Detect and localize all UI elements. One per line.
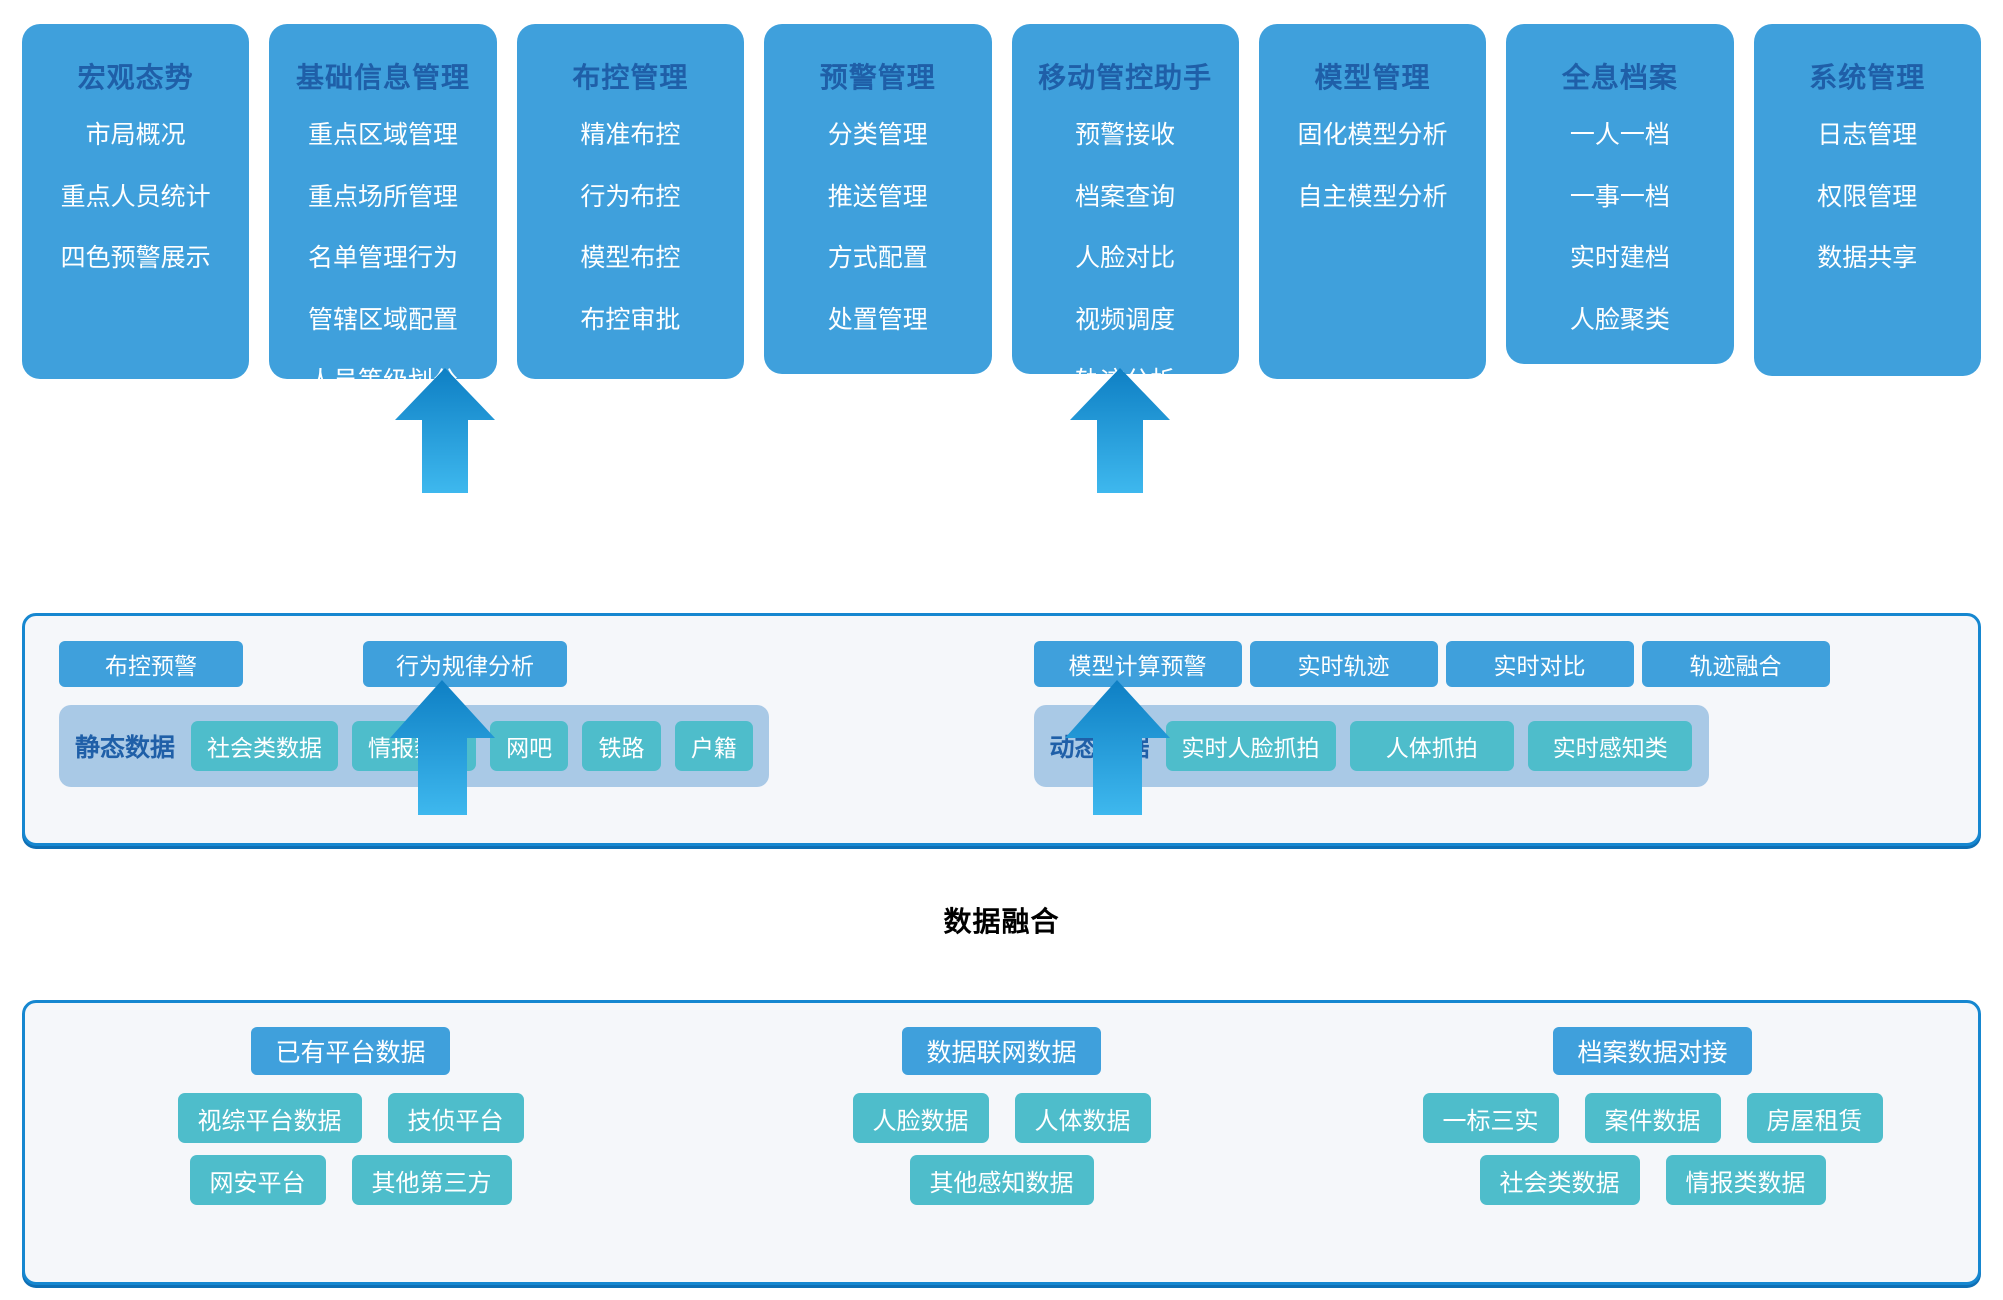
data-source-row: 人脸数据人体数据 — [852, 1093, 1151, 1143]
module-item[interactable]: 名单管理行为 — [308, 244, 459, 272]
dynamic-capability-chips: 模型计算预警 实时轨迹 实时对比 轨迹融合 — [1033, 641, 1830, 687]
data-source-chip[interactable]: 视综平台数据 — [177, 1093, 362, 1143]
module-item[interactable]: 一人一档 — [1569, 121, 1670, 149]
module-item[interactable]: 视频调度 — [1075, 305, 1176, 334]
top-module-row: 宏观态势市局概况重点人员统计四色预警展示基础信息管理重点区域管理重点场所管理名单… — [0, 0, 2003, 490]
static-data-group: 静态数据 社会类数据 情报数据 网吧 铁路 户籍 — [59, 705, 769, 787]
data-source-chip[interactable]: 房屋租赁 — [1746, 1093, 1883, 1143]
module-item[interactable]: 人脸聚类 — [1569, 305, 1670, 334]
static-data-label: 静态数据 — [75, 734, 176, 762]
module-item[interactable]: 行为布控 — [580, 182, 681, 211]
module-card-3[interactable]: 布控管理精准布控行为布控模型布控布控审批 — [516, 24, 745, 379]
data-source-group-2: 数据联网数据人脸数据人体数据其他感知数据 — [676, 1003, 1327, 1282]
capability-chip[interactable]: 行为规律分析 — [363, 641, 567, 687]
module-card-1[interactable]: 宏观态势市局概况重点人员统计四色预警展示 — [22, 24, 250, 379]
module-title: 移动管控助手 — [1038, 62, 1213, 93]
data-source-row: 其他感知数据 — [909, 1155, 1094, 1205]
data-fusion-label: 数据融合 — [943, 906, 1060, 937]
data-source-chip[interactable]: 人体数据 — [1014, 1093, 1151, 1143]
module-item[interactable]: 重点场所管理 — [308, 182, 459, 211]
arrow-up-to-buke-module — [395, 368, 495, 493]
module-title: 系统管理 — [1809, 62, 1926, 93]
static-data-chip[interactable]: 铁路 — [582, 721, 661, 771]
static-data-chip[interactable]: 社会类数据 — [191, 721, 339, 771]
module-item[interactable]: 重点区域管理 — [308, 121, 459, 149]
capability-chip[interactable]: 布控预警 — [59, 641, 243, 687]
data-source-chip[interactable]: 技侦平台 — [387, 1093, 524, 1143]
module-item[interactable]: 权限管理 — [1817, 182, 1918, 211]
module-title: 模型管理 — [1314, 62, 1431, 93]
module-item[interactable]: 重点人员统计 — [60, 182, 211, 211]
module-item[interactable]: 人脸对比 — [1075, 244, 1176, 272]
data-source-header[interactable]: 数据联网数据 — [902, 1027, 1101, 1075]
module-item[interactable]: 精准布控 — [580, 121, 681, 149]
data-source-panel: 已有平台数据视综平台数据技侦平台网安平台其他第三方数据联网数据人脸数据人体数据其… — [22, 1000, 1981, 1285]
data-source-group-3: 档案数据对接一标三实案件数据房屋租赁社会类数据情报类数据 — [1327, 1003, 1978, 1282]
capability-chip[interactable]: 模型计算预警 — [1033, 641, 1242, 687]
data-source-chip[interactable]: 网安平台 — [189, 1155, 326, 1205]
dynamic-data-chip[interactable]: 实时感知类 — [1528, 721, 1693, 771]
module-item[interactable]: 分类管理 — [827, 121, 928, 149]
data-source-chip[interactable]: 情报类数据 — [1665, 1155, 1826, 1205]
static-data-chip[interactable]: 户籍 — [674, 721, 753, 771]
module-item[interactable]: 一事一档 — [1569, 182, 1670, 211]
module-item[interactable]: 市局概况 — [85, 121, 186, 149]
module-item[interactable]: 实时建档 — [1569, 244, 1670, 272]
capability-chip[interactable]: 实时轨迹 — [1249, 641, 1438, 687]
module-title: 预警管理 — [819, 62, 936, 93]
module-item[interactable]: 布控审批 — [580, 305, 681, 334]
data-source-chip[interactable]: 社会类数据 — [1479, 1155, 1640, 1205]
module-item[interactable]: 日志管理 — [1817, 121, 1918, 149]
data-source-chip[interactable]: 其他感知数据 — [909, 1155, 1094, 1205]
dynamic-data-chip[interactable]: 实时人脸抓拍 — [1165, 721, 1336, 771]
data-source-row: 网安平台其他第三方 — [189, 1155, 512, 1205]
module-title: 宏观态势 — [77, 62, 194, 93]
module-item[interactable]: 处置管理 — [827, 305, 928, 334]
data-source-header[interactable]: 已有平台数据 — [251, 1027, 450, 1075]
module-card-8[interactable]: 系统管理日志管理权限管理数据共享 — [1753, 24, 1981, 376]
module-item[interactable]: 四色预警展示 — [60, 244, 211, 272]
data-source-chip[interactable]: 其他第三方 — [351, 1155, 512, 1205]
module-card-5[interactable]: 移动管控助手预警接收档案查询人脸对比视频调度轨迹分析 — [1011, 24, 1239, 395]
module-item[interactable]: 自主模型分析 — [1297, 182, 1448, 211]
static-capability-chips: 布控预警 行为规律分析 — [59, 641, 567, 687]
module-card-4[interactable]: 预警管理分类管理推送管理方式配置处置管理 — [764, 24, 992, 374]
module-title: 全息档案 — [1561, 62, 1678, 93]
data-source-chip[interactable]: 案件数据 — [1584, 1093, 1721, 1143]
module-card-7[interactable]: 全息档案一人一档一事一档实时建档人脸聚类 — [1506, 24, 1734, 364]
module-item[interactable]: 档案查询 — [1075, 182, 1176, 211]
module-item[interactable]: 预警接收 — [1075, 121, 1176, 149]
module-item[interactable]: 推送管理 — [827, 182, 928, 211]
data-source-row: 社会类数据情报类数据 — [1479, 1155, 1826, 1205]
data-source-header[interactable]: 档案数据对接 — [1553, 1027, 1752, 1075]
module-item[interactable]: 固化模型分析 — [1297, 121, 1448, 149]
data-source-row: 视综平台数据技侦平台 — [177, 1093, 524, 1143]
module-item[interactable]: 管辖区域配置 — [308, 305, 459, 334]
module-title: 布控管理 — [572, 62, 689, 93]
module-item[interactable]: 方式配置 — [827, 244, 928, 272]
module-title: 基础信息管理 — [296, 62, 471, 93]
fusion-service-panel: 布控预警 行为规律分析 静态数据 社会类数据 情报数据 网吧 铁路 户籍 模型计… — [22, 613, 1981, 846]
arrow-up-to-model-module — [1070, 368, 1170, 493]
data-source-group-1: 已有平台数据视综平台数据技侦平台网安平台其他第三方 — [25, 1003, 676, 1282]
static-data-chip[interactable]: 网吧 — [490, 721, 569, 771]
module-card-6[interactable]: 模型管理固化模型分析自主模型分析 — [1258, 24, 1487, 379]
module-item[interactable]: 数据共享 — [1817, 244, 1918, 272]
arrow-up-to-static-data — [390, 680, 495, 815]
module-card-2[interactable]: 基础信息管理重点区域管理重点场所管理名单管理行为管辖区域配置人员等级划分 — [269, 24, 497, 395]
capability-chip[interactable]: 轨迹融合 — [1641, 641, 1830, 687]
module-item[interactable]: 模型布控 — [580, 244, 681, 272]
dynamic-data-chip[interactable]: 人体抓拍 — [1349, 721, 1514, 771]
data-source-chip[interactable]: 一标三实 — [1422, 1093, 1559, 1143]
capability-chip[interactable]: 实时对比 — [1445, 641, 1634, 687]
arrow-up-to-dynamic-data — [1065, 680, 1170, 815]
data-source-chip[interactable]: 人脸数据 — [852, 1093, 989, 1143]
data-source-row: 一标三实案件数据房屋租赁 — [1422, 1093, 1883, 1143]
static-data-half: 布控预警 行为规律分析 静态数据 社会类数据 情报数据 网吧 铁路 户籍 — [25, 616, 1002, 843]
